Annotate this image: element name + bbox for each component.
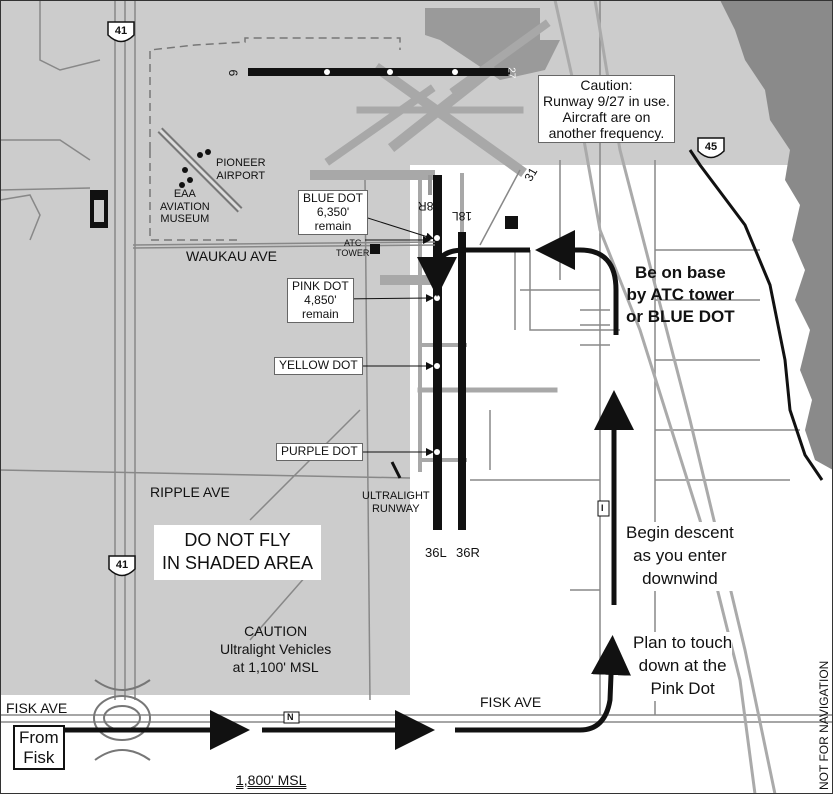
- aircraft-icons: [179, 149, 211, 188]
- lake: [720, 0, 833, 470]
- i-route-marker-label: I: [601, 503, 604, 513]
- runway-36l-label: 36L: [425, 545, 447, 560]
- eaa-museum-label: EAA AVIATION MUSEUM: [160, 188, 210, 226]
- fisk-ave-right-label: FISK AVE: [480, 694, 542, 710]
- runway-caution-line4: another frequency.: [548, 125, 665, 142]
- from-fisk-box: From Fisk: [13, 725, 65, 771]
- us-41-shield-bottom: [108, 555, 136, 577]
- runway-caution-line2: Runway 9/27 in use.: [543, 93, 670, 110]
- runway-18l-36r: [458, 232, 466, 530]
- base-instruction: Be on base by ATC tower or BLUE DOT: [626, 263, 735, 327]
- do-not-fly-notice: DO NOT FLY IN SHADED AREA: [154, 525, 322, 580]
- n-route-marker-label: N: [287, 712, 294, 722]
- us-45-shield-label: 45: [704, 141, 718, 153]
- museum-building: [90, 190, 108, 228]
- ultralight-runway: [390, 461, 402, 479]
- ultralight-caution-notice: CAUTION Ultralight Vehicles at 1,100' MS…: [220, 623, 332, 676]
- runway-caution-box: Caution: Runway 9/27 in use. Aircraft ar…: [538, 75, 675, 144]
- pink-dot-label: PINK DOT 4,850' remain: [287, 278, 354, 324]
- pioneer-airport-label: PIONEER AIRPORT: [216, 157, 266, 182]
- descent-instruction: Begin descent as you enter downwind: [626, 522, 734, 591]
- atc-tower-building: [370, 244, 380, 254]
- pink-dot: [434, 295, 440, 301]
- pioneer-runway-center: [158, 128, 242, 212]
- runway-36r-label: 36R: [456, 545, 480, 560]
- purple-dot: [434, 449, 440, 455]
- runway-18r-36l: [433, 175, 442, 530]
- purple-dot-label: PURPLE DOT: [276, 443, 363, 461]
- us-41-shield-top: [107, 21, 135, 43]
- runway-27-label: 27: [505, 67, 517, 79]
- runway-caution-line3: Aircraft are on: [562, 109, 651, 126]
- dashed-perimeter: [149, 37, 401, 241]
- runway-18r-label: 18R: [418, 198, 441, 213]
- waukau-ave-label: WAUKAU AVE: [186, 248, 278, 264]
- touchdown-instruction: Plan to touch down at the Pink Dot: [633, 632, 733, 701]
- altitude-label: 1,800' MSL: [236, 772, 307, 788]
- n-route-marker: [283, 711, 300, 724]
- runway-9-label: 9: [226, 69, 241, 77]
- blue-dot-label: BLUE DOT 6,350' remain: [298, 190, 369, 236]
- not-for-navigation-label: NOT FOR NAVIGATION: [817, 660, 831, 790]
- runway-18r-end-marker: [428, 175, 432, 195]
- runway-18l-label: 18L: [452, 208, 473, 223]
- apron-area: [425, 8, 560, 80]
- us-41-shield-top-label: 41: [114, 25, 128, 37]
- yellow-dot-label: YELLOW DOT: [274, 357, 363, 375]
- ripple-ave-label: RIPPLE AVE: [150, 484, 230, 500]
- runway-caution-line1: Caution:: [580, 77, 633, 93]
- building-right: [505, 216, 518, 229]
- yellow-dot: [434, 363, 440, 369]
- us-41-shield-bottom-label: 41: [115, 559, 129, 571]
- runway-9-27-dots: [324, 69, 458, 75]
- runway-9-27: [248, 68, 510, 76]
- us-45-shield: [697, 137, 725, 159]
- ultralight-runway-label: ULTRALIGHT RUNWAY: [362, 490, 430, 515]
- atc-tower-label: ATC TOWER: [336, 238, 370, 259]
- highway-45: [688, 149, 824, 481]
- fisk-ave-left-label: FISK AVE: [6, 700, 68, 716]
- blue-dot: [434, 235, 440, 241]
- i-route-marker: [597, 500, 610, 517]
